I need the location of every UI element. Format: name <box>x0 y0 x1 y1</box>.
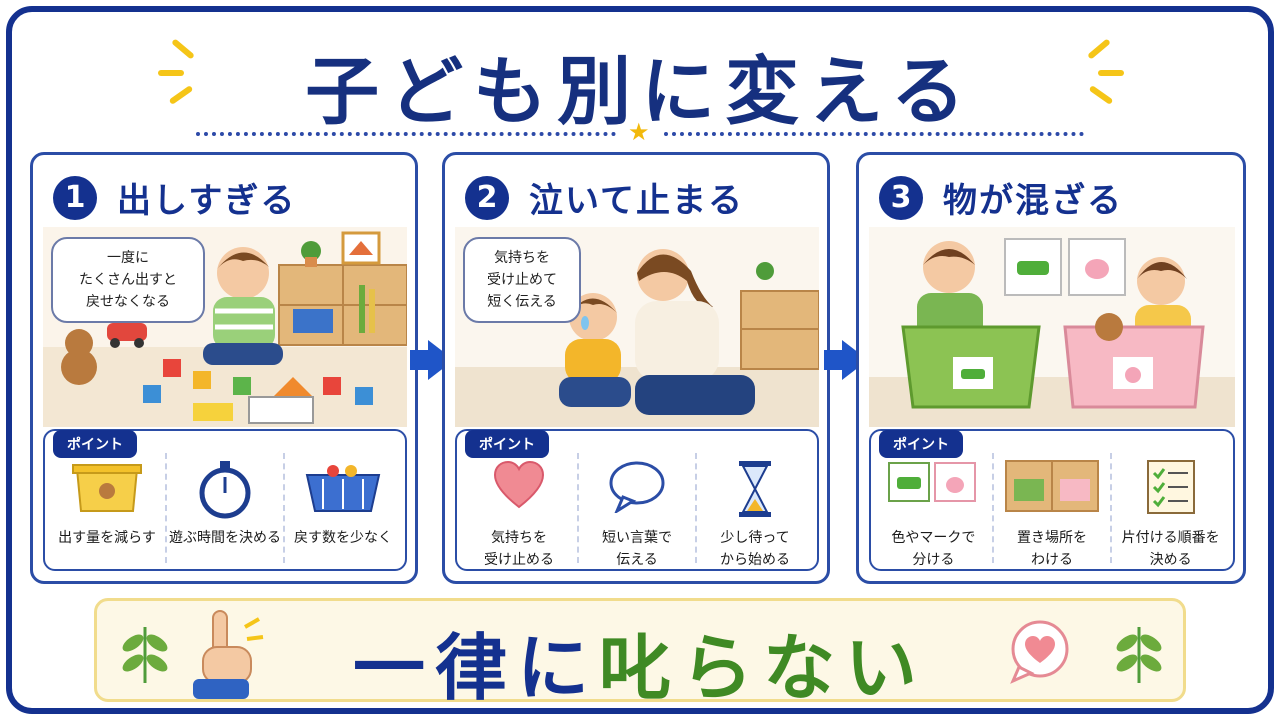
arrow-icon <box>824 350 842 370</box>
step-number: 3 <box>879 175 923 220</box>
message-banner: 一律に叱らない <box>94 598 1186 710</box>
leaf-sprig-icon <box>122 627 168 683</box>
speech-bubble: 一度に たくさん出すと 戻せなくなる <box>51 237 205 323</box>
heart-speech-bubble-icon <box>1010 620 1069 684</box>
stopwatch-icon <box>199 461 251 519</box>
mother-comforting-child-illustration <box>455 227 819 427</box>
divider <box>196 132 616 136</box>
step-number: 2 <box>465 175 509 220</box>
toy-box-icon <box>72 464 142 512</box>
basket-icon <box>305 465 381 512</box>
pointing-hand-icon <box>193 610 264 699</box>
illustration-scene <box>869 227 1235 581</box>
sparkle-icon <box>158 70 184 76</box>
point-item: 遊ぶ時間を決める <box>165 453 283 563</box>
point-label: ポイント <box>465 430 549 458</box>
panel-crying: 2 泣いて止まる 気持ちを 受け止めて 短く伝える ポイント <box>442 152 830 584</box>
illustration-scene: 一度に たくさん出すと 戻せなくなる <box>43 227 407 581</box>
point-label: ポイント <box>53 430 137 458</box>
point-item: 気持ちを 受け止める <box>461 453 577 568</box>
leaf-sprig-icon <box>1116 627 1162 683</box>
speech-bubble-icon <box>609 461 665 513</box>
checklist-icon <box>1146 460 1195 514</box>
children-sorting-toys-illustration <box>869 227 1235 427</box>
shelf-icon <box>1005 460 1099 512</box>
panel-title: 出しすぎる <box>117 181 297 221</box>
banner-text-part2: 叱らない <box>599 626 928 710</box>
panel-overload: 1 出しすぎる <box>30 152 418 584</box>
panel-title: 泣いて止まる <box>529 181 744 221</box>
step-number: 1 <box>53 175 97 220</box>
sparkle-icon <box>1098 70 1124 76</box>
panel-title: 物が混ざる <box>943 181 1123 221</box>
point-item: 置き場所を わける <box>991 453 1111 568</box>
illustration-scene: 気持ちを 受け止めて 短く伝える <box>455 227 819 581</box>
point-box: ポイント 色やマークで 分ける <box>869 429 1235 571</box>
point-box: ポイント 出す量を減らす 遊ぶ時間を決める <box>43 429 407 571</box>
point-label: ポイント <box>879 430 963 458</box>
heart-icon <box>493 460 545 509</box>
point-item: 片付ける順番を 決める <box>1110 453 1229 568</box>
car-rabbit-cards-icon <box>888 462 977 502</box>
point-item: 色やマークで 分ける <box>875 453 992 568</box>
arrow-icon <box>410 350 428 370</box>
hourglass-icon <box>739 461 771 517</box>
child-playing-illustration <box>43 227 407 427</box>
panel-mixing: 3 物が混ざる ポイント <box>856 152 1246 584</box>
star-icon: ★ <box>628 118 650 146</box>
point-item: 少し待って から始める <box>695 453 813 568</box>
point-item: 戻す数を少なく <box>283 453 401 563</box>
speech-bubble: 気持ちを 受け止めて 短く伝える <box>463 237 581 323</box>
point-box: ポイント 気持ちを 受け止める 短い言葉で 伝える <box>455 429 819 571</box>
banner-text-part1: 一律に <box>352 626 599 710</box>
point-item: 出す量を減らす <box>49 453 165 563</box>
page-title: 子ども別に変える <box>305 49 975 135</box>
point-item: 短い言葉で 伝える <box>577 453 695 568</box>
divider <box>664 132 1084 136</box>
